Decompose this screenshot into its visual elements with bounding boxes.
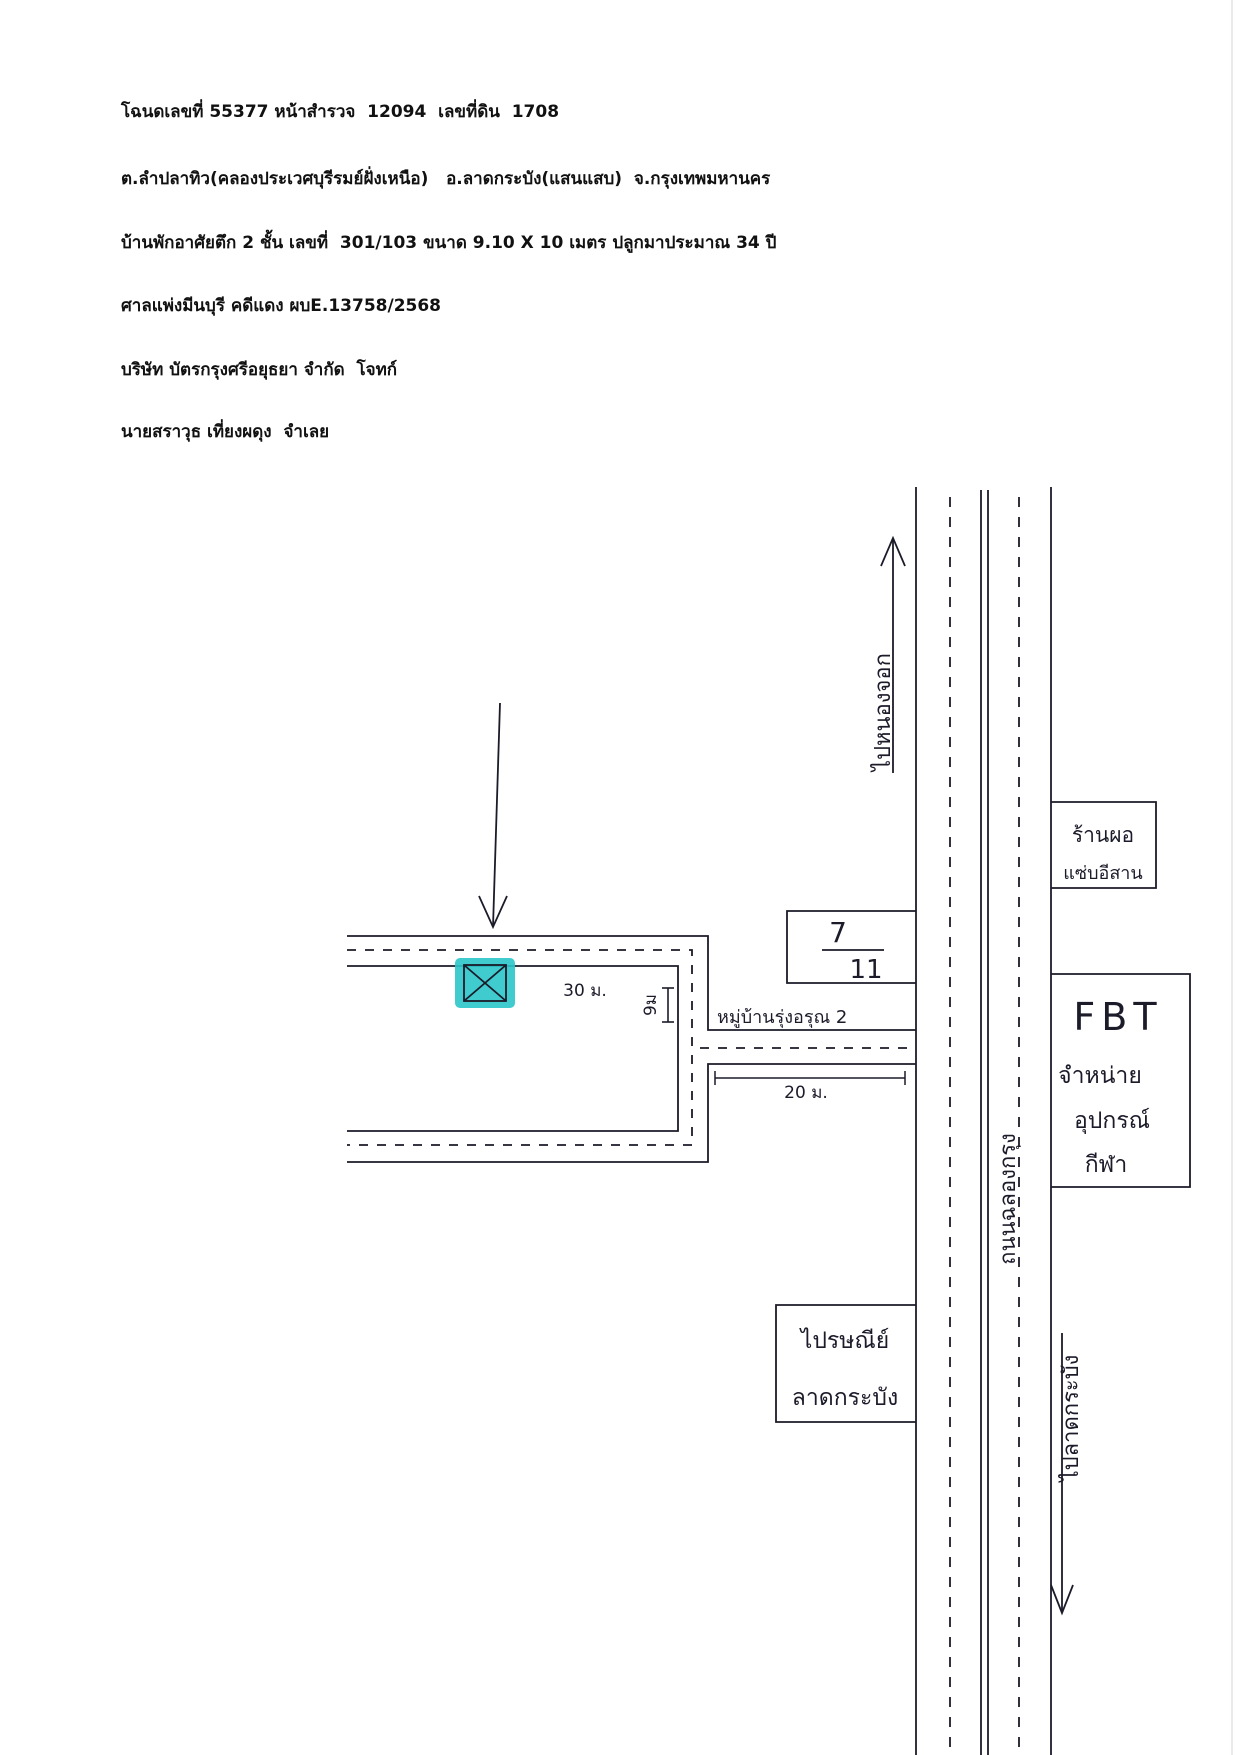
post-office-label-1: ไปรษณีย์ xyxy=(799,1327,890,1354)
width-bracket xyxy=(662,987,674,1023)
sports-shop-label-3: อุปกรณ์ xyxy=(1074,1107,1150,1134)
north-direction-label: ไปหนองจอก xyxy=(870,653,896,773)
target-pointer-arrow xyxy=(478,702,508,930)
restaurant-label-2: แซ่บอีสาน xyxy=(1063,863,1142,884)
title-deed-line: โฉนดเลขที่ 55377 หน้าสำรวจ 12094 เลขที่ด… xyxy=(121,102,560,122)
south-arrow-head xyxy=(1050,1584,1074,1616)
main-road xyxy=(915,487,1052,1755)
restaurant-label-1: ร้านผอ xyxy=(1072,823,1134,847)
south-arrow xyxy=(1050,1333,1074,1616)
south-direction-label: ไปลาดกระบัง xyxy=(1058,1355,1084,1484)
village-label: หมู่บ้านรุ่งอรุณ 2 xyxy=(717,1007,847,1028)
house-distance-label: 30 ม. xyxy=(563,981,607,1001)
pointer-shaft xyxy=(492,702,501,928)
defendant-line: นายสราวุธ เที่ยงผดุง จำเลย xyxy=(121,422,330,442)
soi-outer-bottom-edge xyxy=(347,1063,916,1163)
court-case-line: ศาลแพ่งมีนบุรี คดีแดง ผบE.13758/2568 xyxy=(121,296,442,316)
seven-eleven-bottom-label: 11 xyxy=(849,955,882,985)
restaurant-box xyxy=(1051,801,1157,889)
soi-center-line xyxy=(347,949,693,1146)
pointer-head xyxy=(478,895,508,930)
house-box xyxy=(463,964,507,1002)
plaintiff-line: บริษัท บัตรกรุงศรีอยุธยา จำกัด โจทก์ xyxy=(121,360,398,380)
post-office-box xyxy=(775,1304,916,1423)
seven-eleven-box xyxy=(786,910,916,984)
seven-eleven-top-label: 7 xyxy=(829,916,847,949)
entrance-dimension-line xyxy=(714,1071,906,1085)
target-house-marker xyxy=(455,958,515,1008)
north-arrow xyxy=(880,535,906,773)
soi-outer-top-edge xyxy=(347,935,916,1031)
entrance-distance-label: 20 ม. xyxy=(784,1083,828,1103)
house-cross-b xyxy=(463,964,507,1002)
north-arrow-head xyxy=(880,535,906,567)
address-line: ต.ลำปลาทิว(คลองประเวศบุรีรมย์ฝั่งเหนือ) … xyxy=(121,169,771,189)
building-description-line: บ้านพักอาศัยตึก 2 ชั้น เลขที่ 301/103 ขน… xyxy=(121,233,777,253)
post-office-label-2: ลาดกระบัง xyxy=(792,1385,898,1411)
sports-shop-box xyxy=(1051,973,1191,1188)
sports-shop-label-4: กีฬา xyxy=(1085,1152,1128,1178)
village-road xyxy=(347,935,916,1163)
main-road-label: ถนนฉลองกรุง xyxy=(996,1133,1021,1265)
sports-shop-label-2: จำหน่าย xyxy=(1058,1063,1142,1089)
soi-width-label: 9ม xyxy=(641,994,661,1016)
sports-shop-brand: FBT xyxy=(1073,995,1162,1039)
